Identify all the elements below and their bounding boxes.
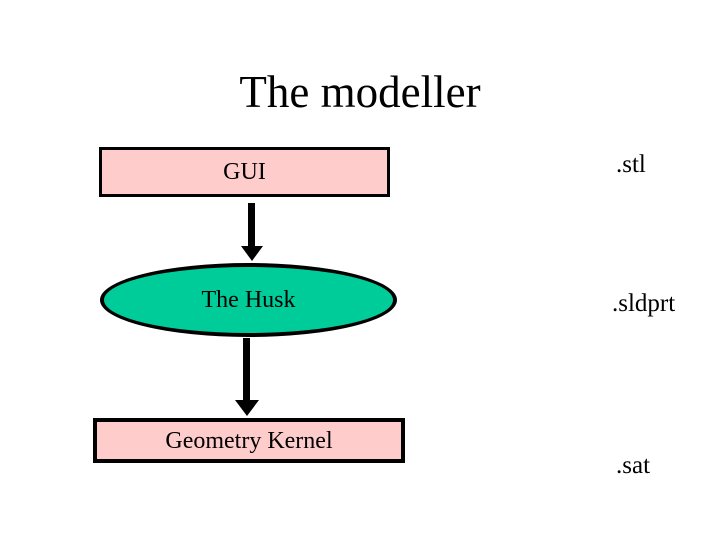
gui-box-label: GUI	[223, 159, 266, 185]
arrow-shaft	[248, 203, 255, 247]
husk-ellipse-label: The Husk	[201, 287, 296, 313]
slide-title: The modeller	[239, 67, 481, 117]
kernel-box-label: Geometry Kernel	[165, 427, 333, 454]
file-label-stl: .stl	[616, 151, 646, 178]
file-label-sat: .sat	[616, 452, 651, 479]
arrow-shaft	[243, 338, 250, 401]
kernel-box: Geometry Kernel	[93, 418, 405, 463]
file-label-sldprt: .sldprt	[612, 290, 676, 317]
husk-ellipse: The Husk	[100, 263, 397, 337]
down-arrow-icon	[235, 400, 259, 416]
down-arrow-icon	[241, 246, 263, 261]
gui-box: GUI	[99, 147, 390, 197]
